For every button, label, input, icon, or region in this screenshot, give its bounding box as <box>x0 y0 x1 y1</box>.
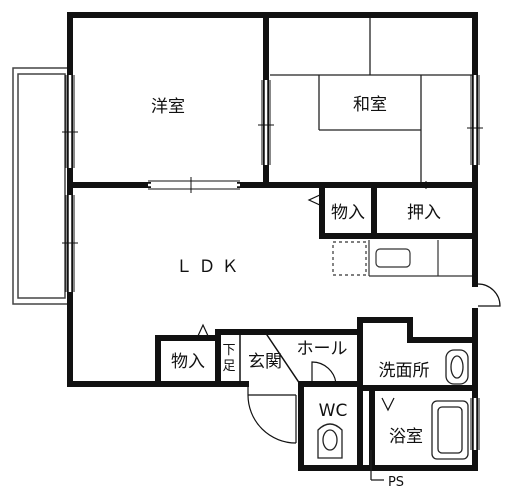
thin-partitions <box>239 331 301 385</box>
washroom-label: 洗面所 <box>379 361 430 381</box>
windows <box>68 75 477 450</box>
fixtures <box>317 349 469 481</box>
entrance-label: 玄関 <box>248 352 282 372</box>
kitchen-counter <box>332 240 473 277</box>
walls <box>67 12 478 471</box>
ps-label: PS <box>388 475 404 490</box>
closet-label: 押入 <box>407 203 441 223</box>
wc-label: WC <box>319 401 348 421</box>
hall-label: ホール <box>297 339 348 359</box>
ldk-label: ＬＤＫ <box>176 257 245 277</box>
japanese-room-label: 和室 <box>353 95 387 115</box>
doors <box>196 193 501 444</box>
tatami-lines <box>270 16 473 185</box>
shoe-box-label-bottom: 足 <box>222 359 235 374</box>
room-labels: 洋室 和室 ＬＤＫ 物入 押入 物入 下 足 玄関 ホール 洗面所 WC 浴室 … <box>151 95 441 490</box>
window-frames <box>62 75 483 450</box>
balcony <box>12 67 71 305</box>
western-room-label: 洋室 <box>151 97 185 117</box>
bathroom-label: 浴室 <box>389 427 423 447</box>
storage-bottom-label: 物入 <box>171 352 205 372</box>
storage-top-label: 物入 <box>331 203 365 223</box>
shoe-box-label-top: 下 <box>222 343 235 358</box>
